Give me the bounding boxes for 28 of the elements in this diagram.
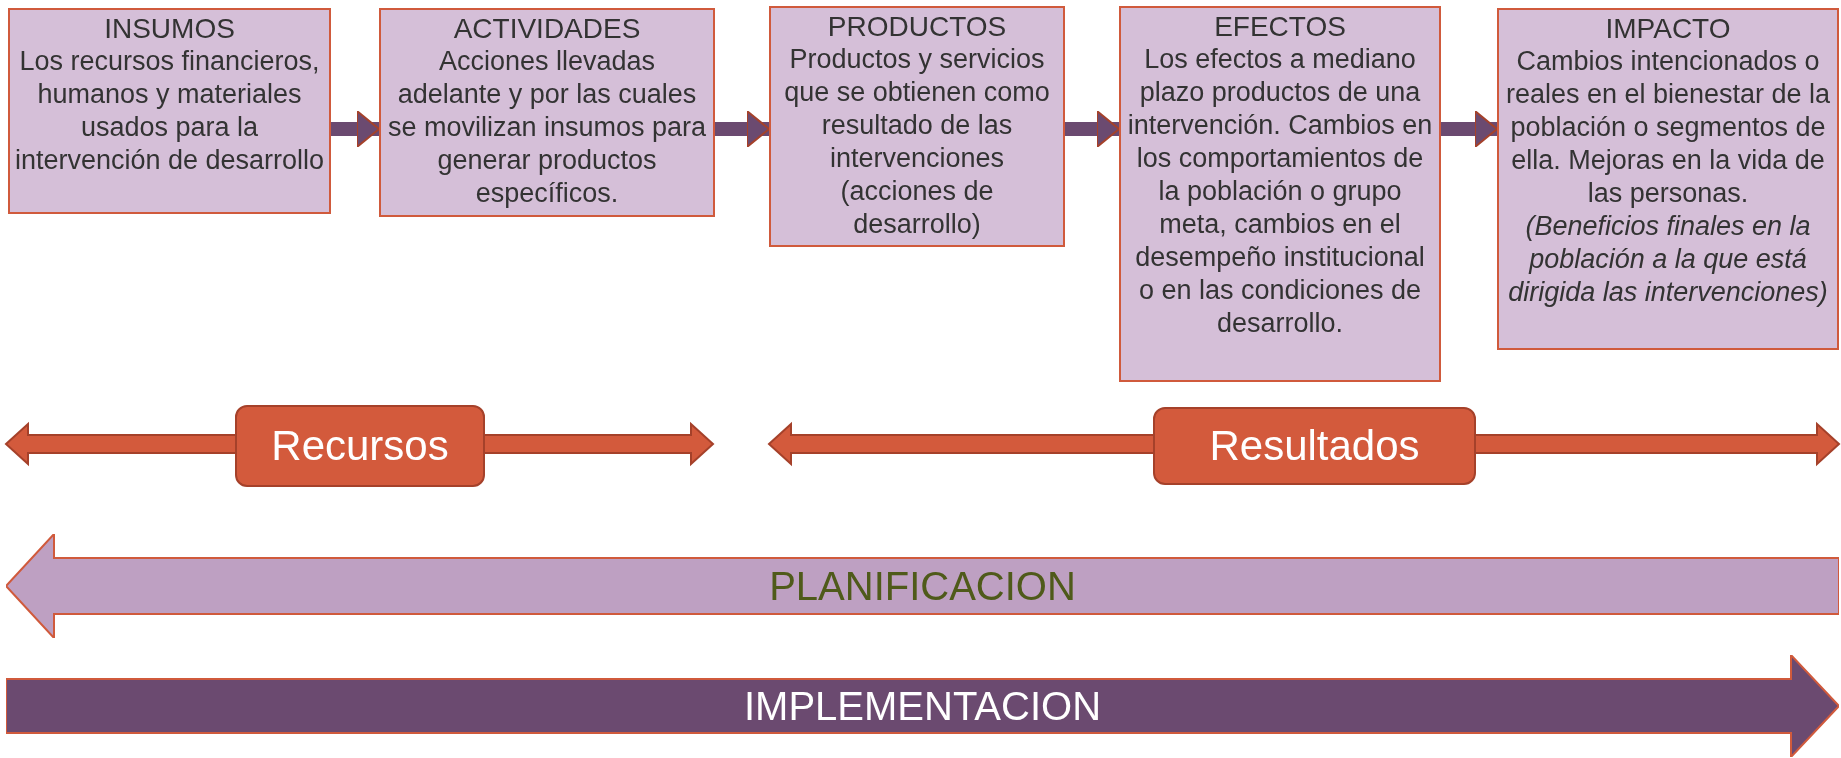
- block-arrow: [1065, 110, 1120, 148]
- process-box: [1119, 6, 1441, 382]
- block-arrow: [715, 110, 770, 148]
- box-description: (Beneficios finales en la población a la que está dirigida las intervenciones): [1507, 210, 1829, 309]
- box-heading: IMPACTO: [1604, 12, 1732, 45]
- box-description: Productos y servicios que se obtienen como resultado de las intervenciones (acciones de desarrollo): [783, 43, 1051, 241]
- rounded-label-box: [1153, 407, 1476, 485]
- block-arrow: [331, 110, 380, 148]
- block-arrow: [1441, 110, 1498, 148]
- right-arrow-band: [6, 655, 1839, 757]
- label-text: Resultados: [1209, 422, 1420, 470]
- left-arrow-band: [6, 534, 1839, 638]
- box-description: Acciones llevadas adelante y por las cuales se movilizan insumos para generar productos específicos.: [386, 45, 708, 210]
- process-box: [1497, 8, 1839, 350]
- box-description: Los efectos a mediano plazo productos de una intervención. Cambios en los comportamientos de la población o grupo meta, cambios en el desempeño institucional o en las condiciones de desarrollo.: [1126, 43, 1434, 340]
- process-box: [379, 8, 715, 217]
- band-label: IMPLEMENTACION: [743, 683, 1102, 729]
- box-heading: INSUMOS: [103, 12, 236, 45]
- box-heading: EFECTOS: [1213, 10, 1347, 43]
- box-heading: ACTIVIDADES: [452, 12, 642, 45]
- label-text: Recursos: [271, 422, 449, 470]
- process-box: [769, 6, 1065, 247]
- box-description: Los recursos financieros, humanos y materiales usados para la intervención de desarrollo: [13, 45, 326, 177]
- process-box: [8, 8, 331, 214]
- box-heading: PRODUCTOS: [826, 10, 1008, 43]
- rounded-label-box: [235, 405, 485, 487]
- box-description: Cambios intencionados o reales en el bienestar de la población o segmentos de ella. Mejoras en la vida de las personas.: [1504, 45, 1832, 210]
- band-label: PLANIFICACION: [769, 563, 1076, 609]
